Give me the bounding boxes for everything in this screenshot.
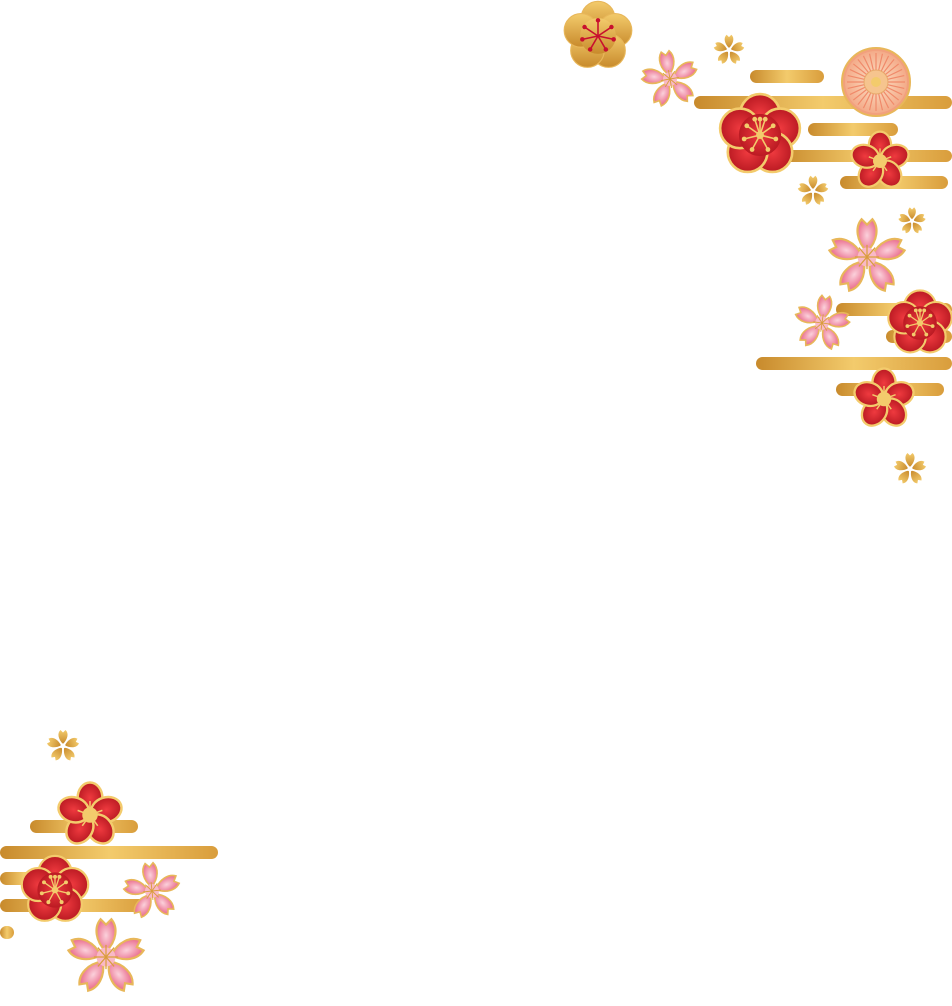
cherry-blossom-icon (66, 918, 146, 995)
chrysanthemum-icon (841, 47, 911, 117)
plum-blossom-icon (887, 289, 952, 354)
red-blossom-icon (53, 781, 127, 851)
plum-blossom-icon (563, 0, 633, 69)
small-gold-blossom-icon (797, 175, 829, 206)
cherry-blossom-icon (635, 45, 704, 112)
top-right-floral-cluster (563, 0, 952, 485)
golden-cloud-band-icon (694, 70, 952, 396)
cherry-blossom-icon (827, 218, 907, 295)
bottom-left-floral-cluster (0, 730, 218, 995)
cherry-blossom-icon (789, 291, 855, 354)
golden-cloud-band-icon (0, 820, 218, 939)
small-gold-blossom-icon (893, 453, 927, 485)
red-blossom-icon (850, 367, 918, 432)
small-gold-blossom-icon (897, 207, 927, 235)
plum-blossom-icon (20, 854, 90, 922)
red-blossom-icon (847, 130, 913, 193)
small-gold-blossom-icon (713, 34, 745, 65)
plum-blossom-icon (718, 92, 802, 174)
small-gold-blossom-icon (46, 730, 80, 762)
cherry-blossom-icon (119, 859, 185, 922)
